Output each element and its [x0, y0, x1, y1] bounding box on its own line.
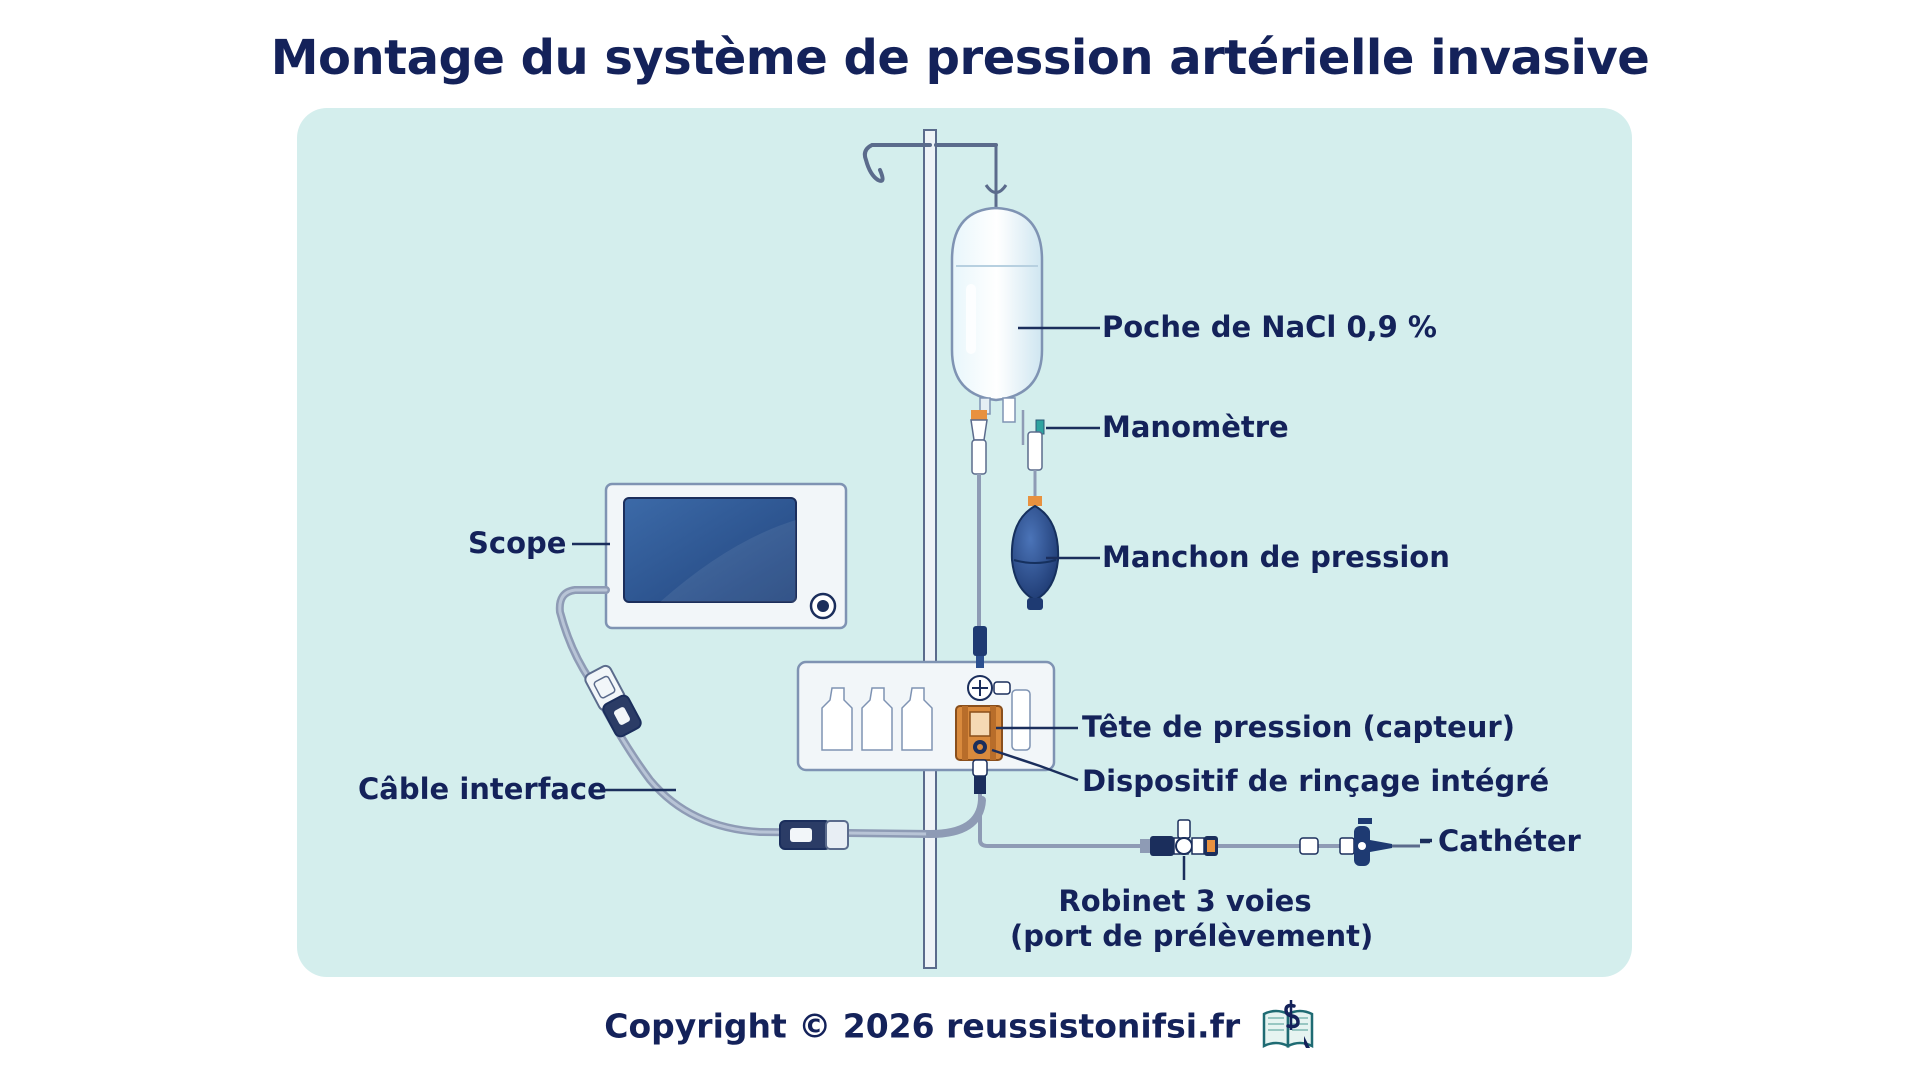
transducer-icon [955, 626, 1011, 794]
pressure-bulb-icon [1010, 410, 1060, 610]
book-icon [1260, 996, 1316, 1060]
label-tete: Tête de pression (capteur) [1082, 710, 1515, 744]
saline-bag-icon [950, 145, 1044, 423]
label-catheter: Cathéter [1438, 824, 1581, 858]
footer: Copyright © 2026 reussistonifsi.fr [0, 996, 1920, 1060]
catheter-icon [1339, 818, 1420, 866]
label-robinet-line2: (port de prélèvement) [1010, 918, 1374, 953]
label-rincage: Dispositif de rinçage intégré [1082, 764, 1550, 798]
label-robinet-line1: Robinet 3 voies [1058, 884, 1312, 918]
interface-cable [555, 586, 986, 850]
page-title: Montage du système de pression artériell… [270, 30, 1650, 86]
stopcock-icon [1140, 819, 1319, 856]
label-manchon: Manchon de pression [1102, 540, 1450, 574]
drip-chamber-icon [970, 410, 988, 630]
patient-tubing [978, 794, 1340, 848]
transducer-holder [796, 660, 1056, 772]
leader-lines [572, 326, 1432, 880]
label-poche: Poche de NaCl 0,9 % [1102, 310, 1437, 344]
label-manometre: Manomètre [1102, 410, 1289, 444]
label-robinet: Robinet 3 voies (port de prélèvement) [1010, 884, 1374, 954]
monitor-icon [604, 482, 848, 630]
label-scope: Scope [468, 526, 567, 560]
label-cable: Câble interface [358, 772, 607, 806]
copyright-text: Copyright © 2026 reussistonifsi.fr [604, 1006, 1241, 1046]
